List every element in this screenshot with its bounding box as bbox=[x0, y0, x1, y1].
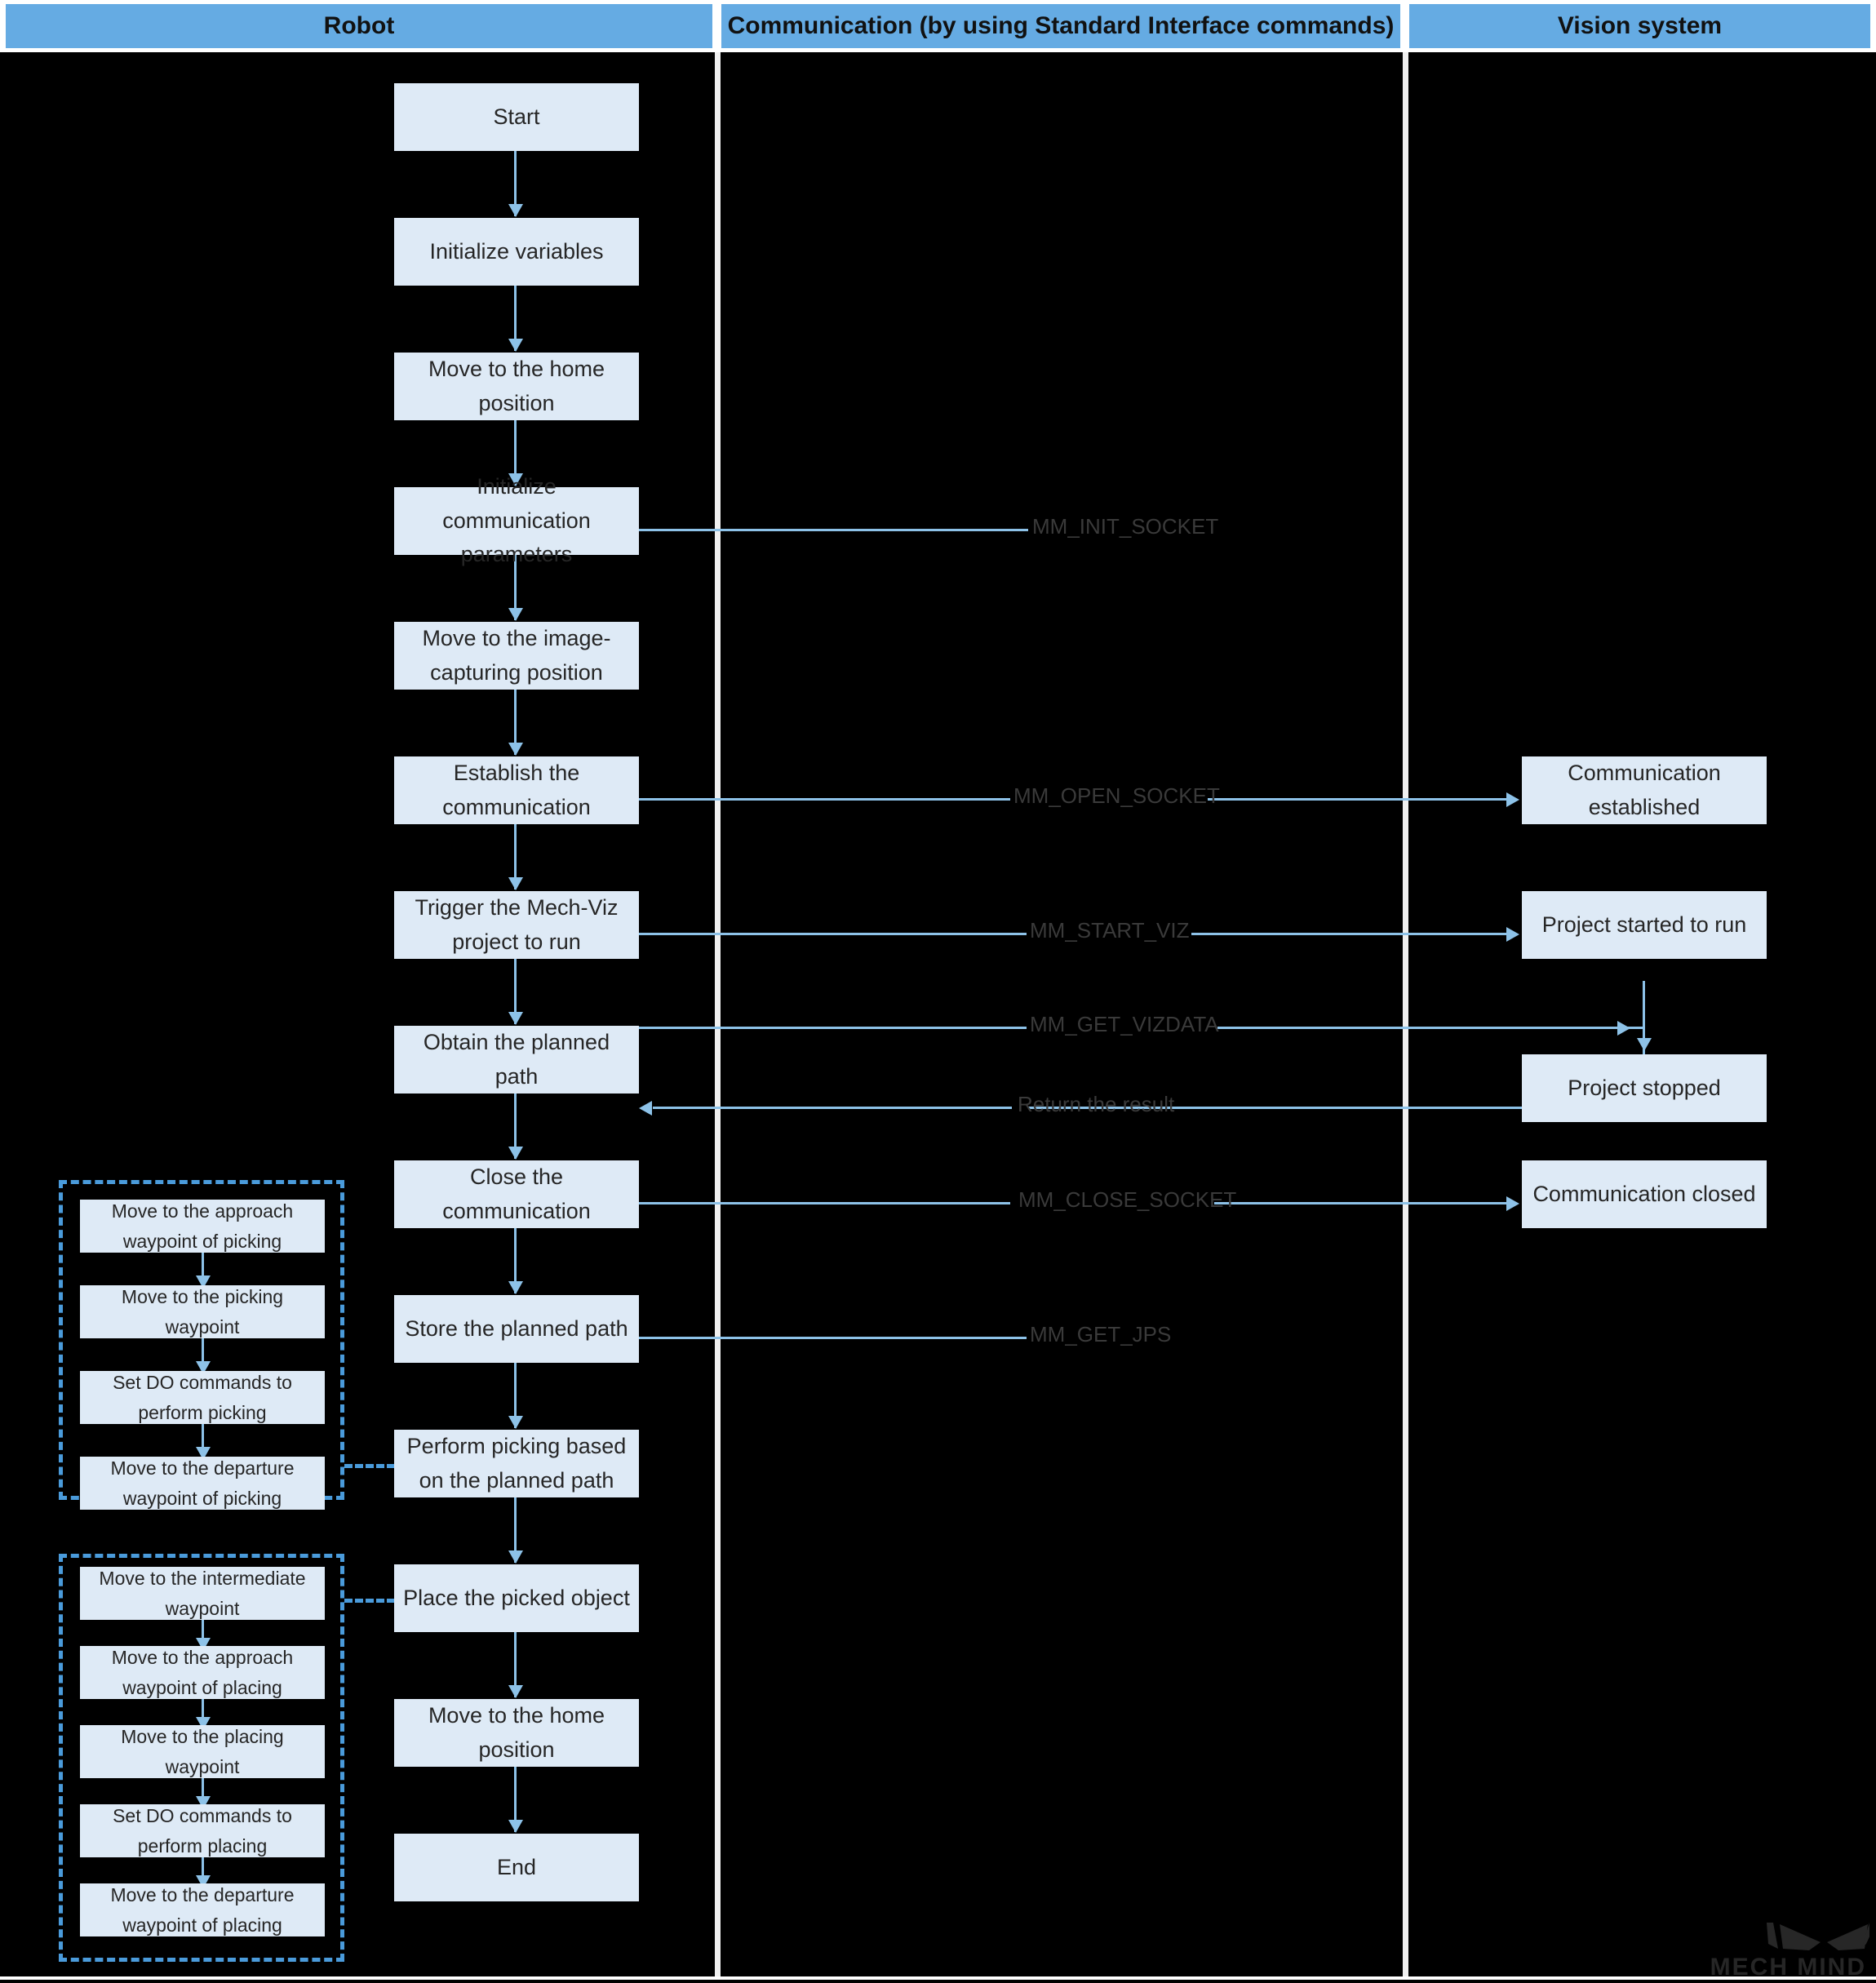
connector-home-to-init-comm bbox=[514, 420, 517, 486]
process-box-close-communication[interactable]: Close the communication bbox=[394, 1160, 639, 1228]
process-box-communication-established[interactable]: Communication established bbox=[1522, 756, 1767, 824]
connector-close-to-store bbox=[514, 1228, 517, 1293]
connector-obtain-to-close bbox=[514, 1094, 517, 1159]
command-line-return-result-right bbox=[1028, 1107, 1522, 1109]
dashed-group-placing-subroutine bbox=[59, 1554, 344, 1962]
process-box-placing-departure-waypoint[interactable]: Move to the departure waypoint of placin… bbox=[80, 1883, 325, 1936]
process-box-placing-set-do-commands[interactable]: Set DO commands to perform placing bbox=[80, 1804, 325, 1857]
arrowhead-down-10 bbox=[508, 1416, 523, 1429]
connector-picking-2 bbox=[202, 1338, 204, 1371]
process-box-placing-intermediate-waypoint[interactable]: Move to the intermediate waypoint bbox=[80, 1567, 325, 1620]
arrowhead-down-3 bbox=[508, 473, 523, 486]
process-box-picking-approach-waypoint[interactable]: Move to the approach waypoint of picking bbox=[80, 1200, 325, 1253]
process-box-picking-waypoint[interactable]: Move to the picking waypoint bbox=[80, 1285, 325, 1338]
process-box-project-stopped[interactable]: Project stopped bbox=[1522, 1054, 1767, 1122]
connector-placing-3 bbox=[202, 1778, 204, 1806]
process-box-initialize-communication-parameters[interactable]: Initialize communication parameters bbox=[394, 474, 639, 566]
connector-init-comm-to-image-capture bbox=[514, 555, 517, 620]
arrowhead-down-12 bbox=[508, 1685, 523, 1698]
command-line-return-result-left bbox=[653, 1107, 1012, 1109]
connector-store-to-perform-picking bbox=[514, 1363, 517, 1428]
command-label-mm-init-socket: MM_INIT_SOCKET bbox=[1032, 514, 1219, 539]
connector-placing-4 bbox=[202, 1857, 204, 1885]
process-box-project-started-to-run[interactable]: Project started to run bbox=[1522, 891, 1767, 959]
process-box-initialize-variables[interactable]: Initialize variables bbox=[394, 218, 639, 286]
arrowhead-down-8 bbox=[508, 1147, 523, 1160]
connector-placing-1 bbox=[202, 1620, 204, 1648]
process-box-end[interactable]: End bbox=[394, 1834, 639, 1901]
connector-perform-picking-to-place bbox=[514, 1497, 517, 1563]
command-label-mm-start-viz: MM_START_VIZ bbox=[1030, 918, 1190, 943]
connector-place-to-home-2 bbox=[514, 1632, 517, 1697]
process-box-communication-closed[interactable]: Communication closed bbox=[1522, 1160, 1767, 1228]
command-label-mm-get-vizdata: MM_GET_VIZDATA bbox=[1030, 1012, 1219, 1036]
process-box-picking-departure-waypoint[interactable]: Move to the departure waypoint of pickin… bbox=[80, 1457, 325, 1510]
lane-header-communication: Communication (by using Standard Interfa… bbox=[721, 4, 1400, 48]
arrowhead-right-communication-closed bbox=[1506, 1196, 1519, 1211]
command-line-mm-init-socket bbox=[639, 529, 1028, 531]
connector-init-variables-to-home bbox=[514, 286, 517, 351]
command-line-mm-get-vizdata-right bbox=[1217, 1027, 1643, 1029]
lane-divider-robot-communication bbox=[715, 52, 721, 1978]
command-label-mm-get-jps: MM_GET_JPS bbox=[1030, 1322, 1172, 1346]
arrowhead-right-communication-established bbox=[1506, 792, 1519, 807]
process-box-move-image-capturing-position[interactable]: Move to the image-capturing position bbox=[394, 622, 639, 690]
command-line-mm-get-vizdata-left bbox=[639, 1027, 1027, 1029]
command-line-mm-open-socket-left bbox=[639, 798, 1010, 801]
process-box-start[interactable]: Start bbox=[394, 83, 639, 151]
process-box-place-picked-object[interactable]: Place the picked object bbox=[394, 1564, 639, 1632]
arrowhead-down-11 bbox=[508, 1550, 523, 1564]
mech-mind-watermark: MECH MIND bbox=[1682, 1906, 1876, 1981]
connector-picking-1 bbox=[202, 1253, 204, 1285]
command-line-mm-open-socket-right bbox=[1208, 798, 1508, 801]
lane-header-vision-system: Vision system bbox=[1409, 4, 1870, 48]
command-label-return-the-result: Return the result bbox=[1018, 1092, 1175, 1116]
connector-establish-to-trigger bbox=[514, 824, 517, 889]
arrowhead-down-7 bbox=[508, 1012, 523, 1025]
process-box-store-planned-path[interactable]: Store the planned path bbox=[394, 1295, 639, 1363]
dashed-connector-placing-to-place-object bbox=[344, 1599, 395, 1603]
arrowhead-right-vizdata bbox=[1617, 1021, 1630, 1036]
arrowhead-down-5 bbox=[508, 743, 523, 756]
command-line-mm-close-socket-left bbox=[639, 1202, 1010, 1204]
process-box-move-home-2[interactable]: Move to the home position bbox=[394, 1699, 639, 1767]
connector-project-started-to-stopped bbox=[1643, 981, 1645, 1062]
command-label-mm-open-socket: MM_OPEN_SOCKET bbox=[1013, 783, 1220, 808]
command-line-mm-start-viz-right bbox=[1191, 933, 1508, 935]
connector-picking-3 bbox=[202, 1424, 204, 1457]
process-box-trigger-mech-viz-project[interactable]: Trigger the Mech-Viz project to run bbox=[394, 891, 639, 959]
process-box-placing-waypoint[interactable]: Move to the placing waypoint bbox=[80, 1725, 325, 1778]
arrowhead-down-6 bbox=[508, 877, 523, 890]
process-box-picking-set-do-commands[interactable]: Set DO commands to perform picking bbox=[80, 1371, 325, 1424]
process-box-obtain-planned-path[interactable]: Obtain the planned path bbox=[394, 1026, 639, 1094]
connector-home-2-to-end bbox=[514, 1767, 517, 1832]
arrowhead-down-13 bbox=[508, 1820, 523, 1833]
connector-trigger-to-obtain bbox=[514, 959, 517, 1024]
connector-placing-2 bbox=[202, 1699, 204, 1727]
arrowhead-down-1 bbox=[508, 204, 523, 217]
process-box-move-home-1[interactable]: Move to the home position bbox=[394, 353, 639, 420]
process-box-placing-approach-waypoint[interactable]: Move to the approach waypoint of placing bbox=[80, 1646, 325, 1699]
connector-start-to-init-variables bbox=[514, 151, 517, 216]
dashed-connector-picking-to-perform-picking bbox=[344, 1464, 395, 1468]
arrowhead-down-4 bbox=[508, 608, 523, 621]
arrowhead-down-project-stopped bbox=[1637, 1038, 1652, 1051]
process-box-establish-communication[interactable]: Establish the communication bbox=[394, 756, 639, 824]
arrowhead-left-return-result bbox=[639, 1101, 652, 1116]
lane-divider-communication-vision bbox=[1403, 52, 1408, 1978]
bottom-rule bbox=[0, 1976, 1876, 1980]
command-line-mm-start-viz-left bbox=[639, 933, 1027, 935]
arrowhead-down-2 bbox=[508, 339, 523, 352]
arrowhead-down-9 bbox=[508, 1281, 523, 1294]
connector-image-capture-to-establish bbox=[514, 690, 517, 755]
command-line-mm-close-socket-right bbox=[1214, 1202, 1508, 1204]
command-line-mm-get-jps bbox=[639, 1337, 1027, 1339]
command-label-mm-close-socket: MM_CLOSE_SOCKET bbox=[1018, 1187, 1237, 1212]
lane-header-robot: Robot bbox=[6, 4, 712, 48]
process-box-perform-picking[interactable]: Perform picking based on the planned pat… bbox=[394, 1430, 639, 1497]
watermark-text: MECH MIND bbox=[1710, 1954, 1866, 1981]
arrowhead-right-project-started bbox=[1506, 927, 1519, 942]
